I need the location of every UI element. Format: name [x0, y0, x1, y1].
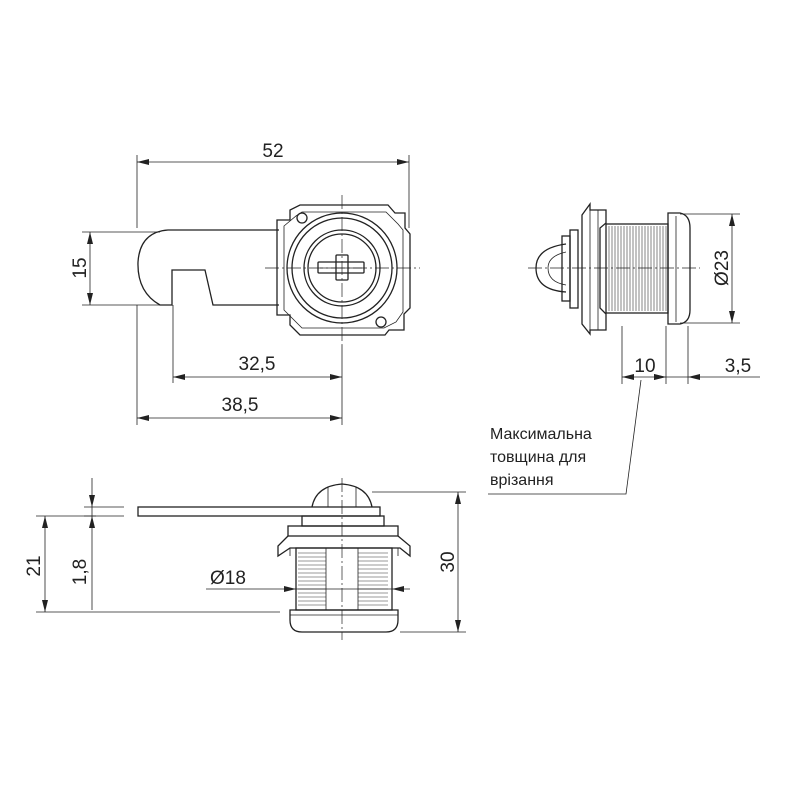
dim-1-8-label: 1,8 [70, 559, 91, 585]
dim-38-5-label: 38,5 [222, 395, 259, 416]
side-view [528, 202, 700, 336]
dim-38-5: 38,5 [136, 305, 342, 425]
dim-10-label: 10 [634, 356, 655, 377]
bottom-view [137, 478, 411, 640]
side-view-threads [608, 226, 667, 311]
note-line-2: товщина для [490, 449, 586, 466]
dim-52-label: 52 [262, 141, 283, 162]
dim-30-label: 30 [438, 551, 459, 572]
note-text: Максимальна товщина для врізання [490, 426, 592, 489]
front-view [137, 195, 420, 345]
dim-15-label: 15 [70, 257, 91, 278]
dim-30: 30 [372, 491, 466, 633]
dim-15: 15 [70, 231, 160, 306]
bottom-view-threads-right [358, 552, 388, 606]
note-line-1: Максимальна [490, 426, 592, 443]
note-leader [488, 379, 642, 495]
dim-52: 52 [136, 141, 410, 228]
dim-diameter-18: Ø18 [206, 568, 410, 592]
dim-diameter-23: Ø23 [680, 213, 740, 324]
dim-21-label: 21 [24, 555, 45, 576]
dim-3-5-label: 3,5 [725, 356, 751, 377]
dim-32-5-label: 32,5 [239, 354, 276, 375]
note-line-3: врізання [490, 472, 554, 489]
dim-32-5: 32,5 [172, 305, 343, 425]
dim-21: 21 [24, 515, 280, 613]
bottom-view-threads-left [298, 552, 326, 606]
dim-10: 10 [621, 326, 667, 384]
dim-diameter-18-label: Ø18 [210, 568, 246, 589]
dim-3-5: 3,5 [654, 326, 760, 384]
dim-1-8: 1,8 [70, 478, 124, 610]
dim-diameter-23-label: Ø23 [712, 250, 733, 286]
